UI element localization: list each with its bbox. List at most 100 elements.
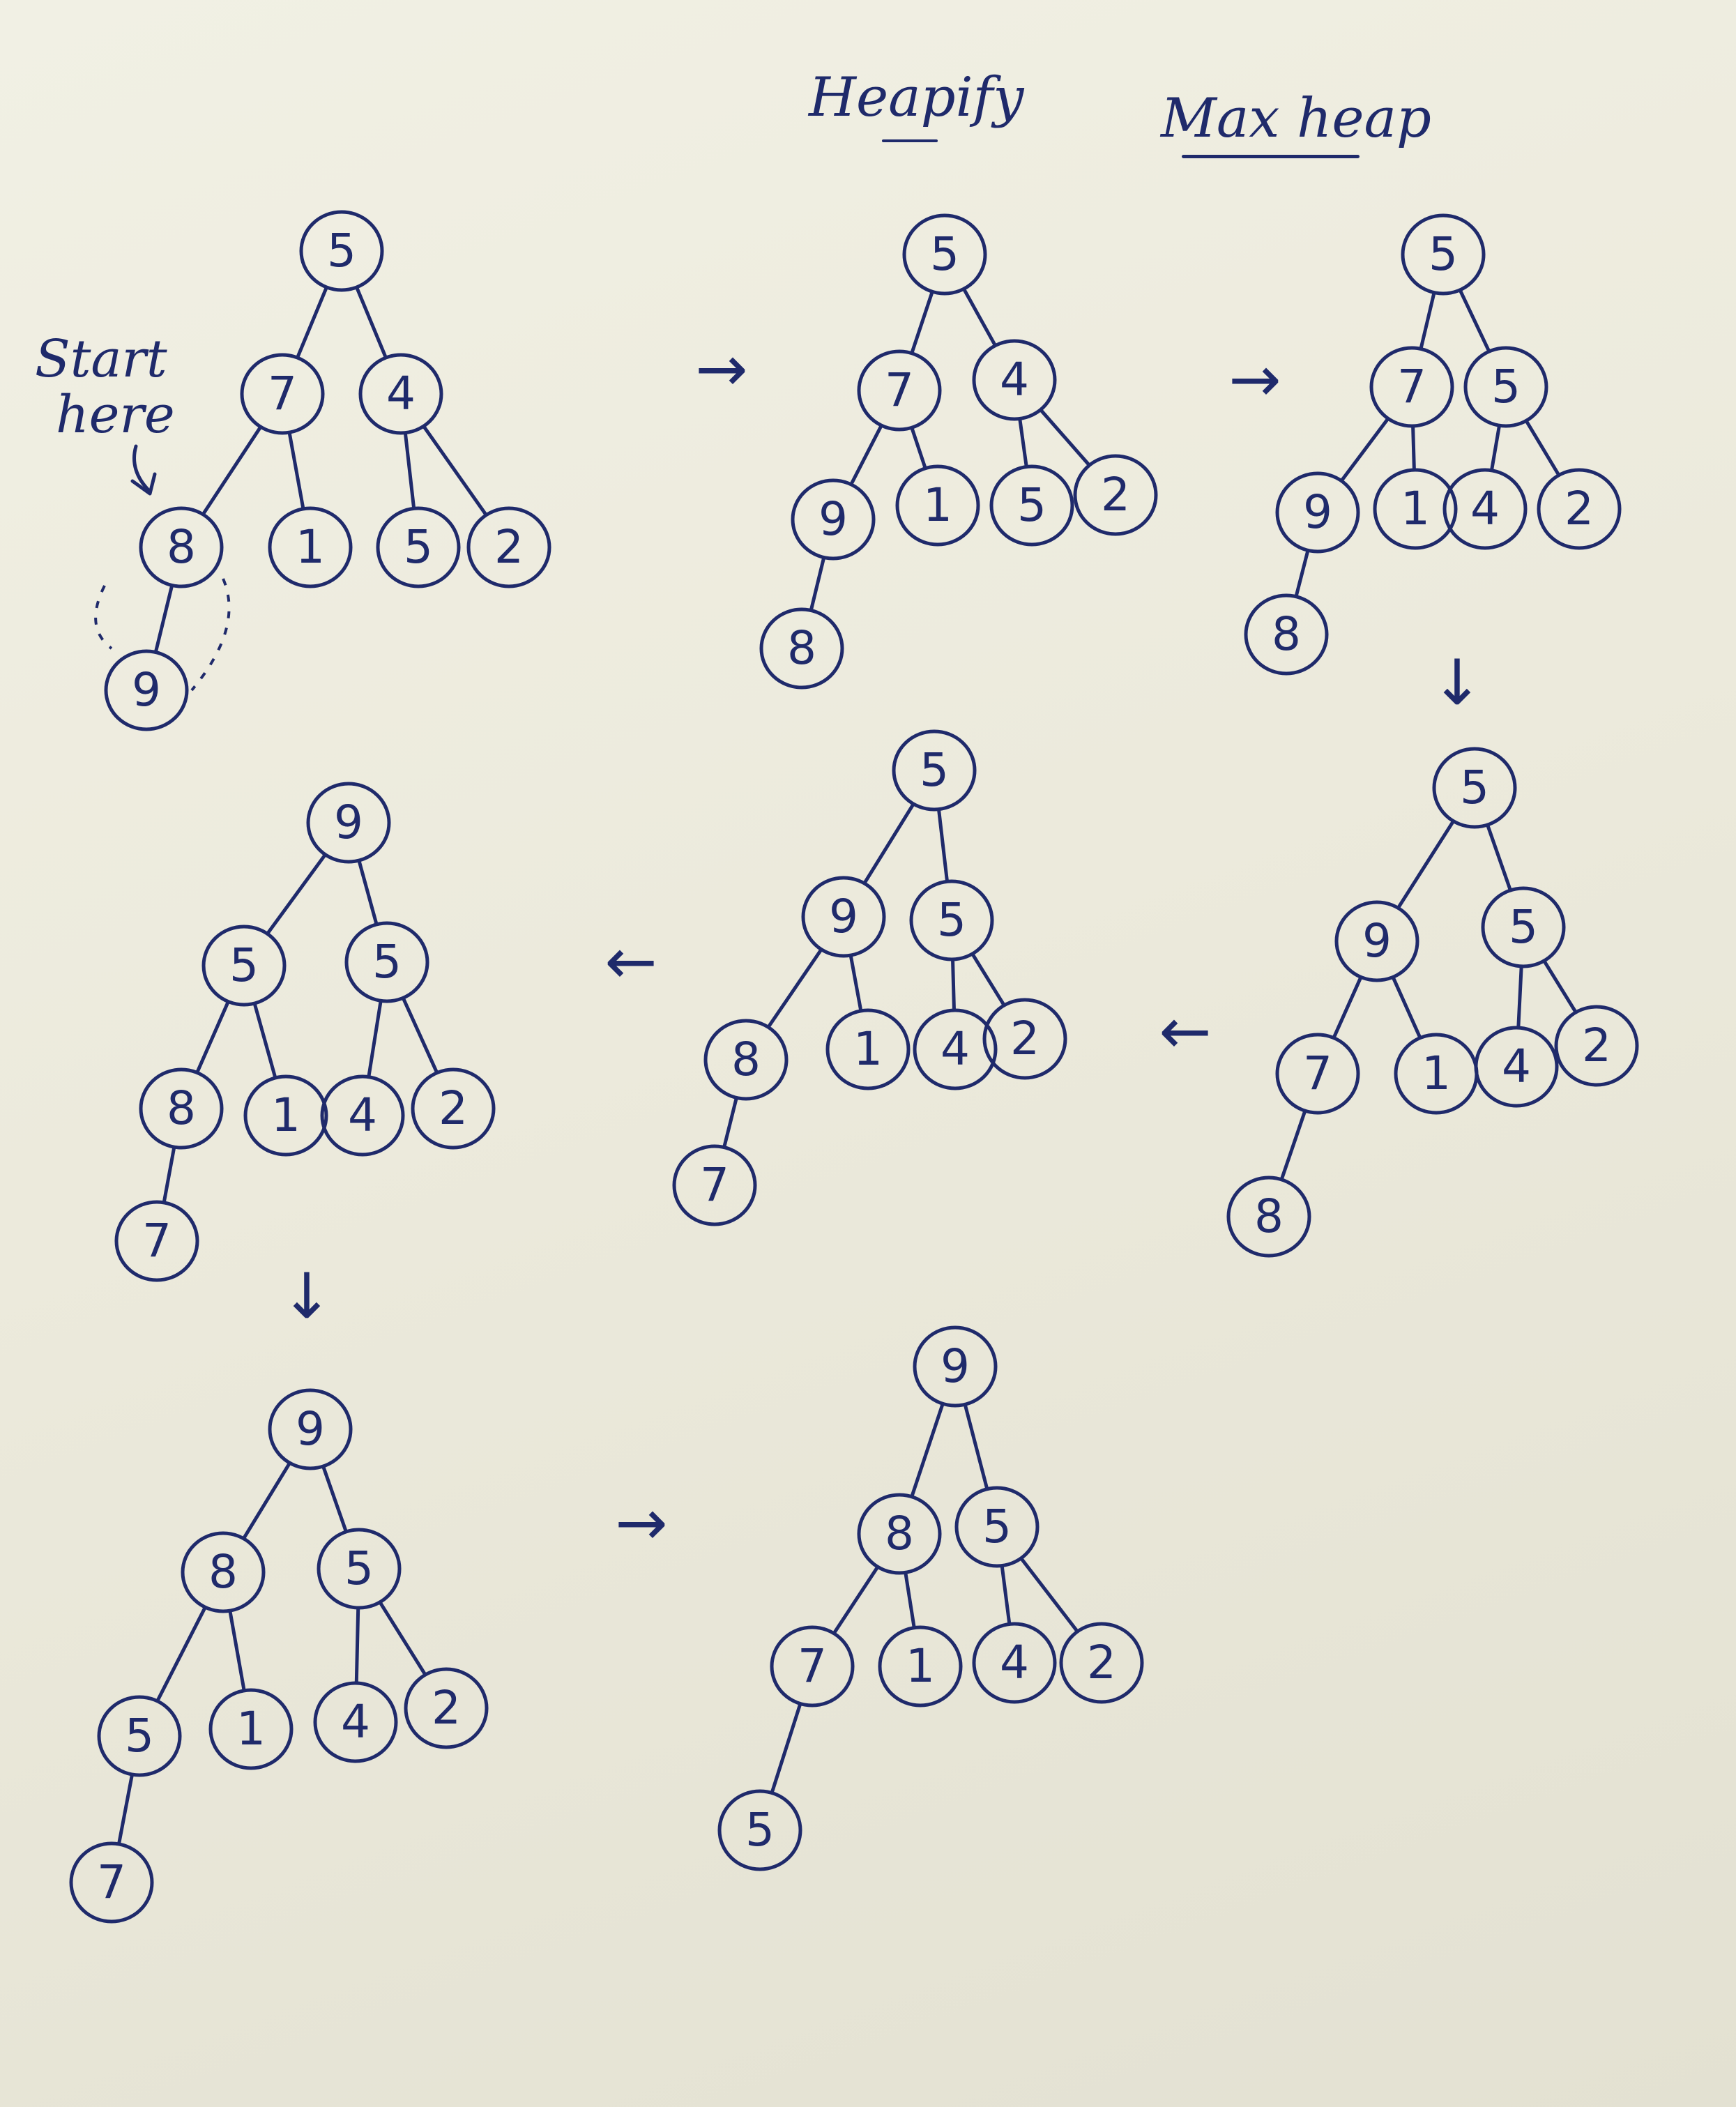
step-6-node-6: 2 (411, 1067, 496, 1150)
step-8-node-label-1: 8 (885, 1507, 914, 1560)
step-6-node-circle-0 (306, 782, 391, 864)
step-arrows: →→↓←←↓→ (280, 333, 1483, 1560)
step-5-edge-4 (951, 959, 956, 1011)
step-8-node-label-4: 1 (906, 1639, 935, 1693)
step-2-edge-2 (849, 425, 883, 485)
step-1-node-label-1: 7 (268, 367, 297, 420)
step-4-node-label-3: 7 (1303, 1047, 1332, 1100)
step-1-node-circle-2 (358, 353, 443, 435)
step-5-node-label-7: 7 (700, 1158, 729, 1212)
step-6-node-0: 9 (306, 782, 391, 864)
step-5-node-5: 4 (913, 1008, 998, 1090)
swap-marker-right (190, 578, 231, 692)
step-7-node-circle-0 (268, 1388, 353, 1470)
step-6-node-circle-4 (243, 1074, 328, 1157)
step-6-node-circle-5 (320, 1074, 405, 1157)
step-5-node-4: 1 (825, 1008, 911, 1090)
step-4-node-2: 5 (1481, 886, 1566, 968)
step-2-node-4: 1 (895, 464, 980, 547)
step-5-edge-0 (863, 803, 915, 885)
step-4-node-circle-2 (1481, 886, 1566, 968)
step-8-edge-2 (832, 1565, 879, 1635)
step-5-node-1: 9 (801, 876, 886, 958)
step-2-edge-5 (1039, 409, 1091, 466)
step-3-node-7: 8 (1244, 593, 1329, 676)
step-8-edge-4 (1000, 1565, 1012, 1625)
step-8-node-1: 8 (857, 1493, 942, 1575)
step-6-edge-3 (253, 1003, 277, 1079)
step-6-node-label-3: 8 (167, 1081, 196, 1135)
step-5-node-6: 2 (982, 998, 1067, 1080)
start-label-line2: here (56, 385, 175, 445)
step-6-node-5: 4 (320, 1074, 405, 1157)
step-4-edge-2 (1332, 976, 1362, 1039)
step-4-edge-5 (1542, 959, 1578, 1014)
step-6-node-4: 1 (243, 1074, 328, 1157)
step-2-node-5: 5 (989, 464, 1074, 547)
step-4-edge-1 (1486, 824, 1512, 891)
step-6-node-circle-7 (114, 1200, 199, 1282)
step-1-node-circle-5 (376, 506, 461, 588)
step-1-node-7: 9 (104, 649, 189, 731)
step-2-node-circle-6 (1073, 454, 1158, 536)
step-4-edge-0 (1396, 820, 1455, 909)
subtitle-underline (1182, 155, 1360, 158)
step-7-node-circle-7 (69, 1841, 154, 1924)
title-underline (882, 139, 938, 142)
step-8-node-circle-6 (1059, 1622, 1144, 1704)
step-4-node-label-7: 8 (1254, 1189, 1284, 1243)
step-5-node-label-0: 5 (920, 743, 949, 797)
step-8-edge-3 (904, 1572, 916, 1629)
step-2-edge-6 (809, 556, 825, 611)
step-4-node-7: 8 (1226, 1176, 1311, 1258)
step-3-edge-2 (1340, 417, 1389, 482)
step-8-node-label-5: 4 (1000, 1636, 1029, 1689)
step-4-node-0: 5 (1432, 747, 1517, 829)
step-2-node-label-4: 1 (923, 478, 952, 532)
step-7-node-circle-2 (317, 1528, 402, 1610)
step-8-edge-0 (910, 1403, 945, 1498)
step-8-node-label-7: 5 (745, 1803, 775, 1857)
step-1-node-label-3: 8 (167, 520, 196, 574)
step-8-node-0: 9 (913, 1325, 998, 1408)
step-6-node-label-6: 2 (439, 1081, 468, 1135)
step-arrow-4: ← (1159, 995, 1211, 1068)
step-5-node-label-2: 5 (937, 893, 966, 947)
step-arrow-2: → (1228, 343, 1281, 416)
step-2-edge-1 (962, 288, 997, 347)
step-3-node-label-0: 5 (1429, 227, 1458, 281)
step-4-node-circle-3 (1275, 1033, 1360, 1115)
step-2-node-label-0: 5 (930, 227, 959, 281)
step-1-node-4: 1 (268, 506, 353, 588)
step-3-edge-4 (1490, 425, 1501, 471)
step-3-node-2: 5 (1463, 346, 1548, 428)
step-8-node-label-2: 5 (982, 1500, 1012, 1553)
step-3-node-1: 7 (1369, 346, 1454, 428)
step-2-node-label-2: 4 (1000, 353, 1029, 406)
step-3-node-label-3: 9 (1303, 485, 1332, 539)
step-6-node-1: 5 (201, 925, 287, 1007)
step-5-node-label-5: 4 (941, 1022, 970, 1076)
step-3-node-label-2: 5 (1491, 360, 1521, 413)
step-8-node-circle-4 (878, 1625, 963, 1707)
step-3-node-0: 5 (1401, 213, 1486, 296)
step-arrow-3: ↓ (1431, 646, 1483, 720)
step-7-node-label-2: 5 (344, 1542, 374, 1595)
step-6-edge-6 (162, 1146, 176, 1203)
step-7-node-1: 8 (181, 1531, 266, 1613)
step-3-node-5: 4 (1442, 468, 1528, 550)
step-6-edge-2 (195, 1001, 230, 1074)
step-2-node-3: 9 (791, 478, 876, 561)
step-5-node-circle-1 (801, 876, 886, 958)
step-2-node-0: 5 (902, 213, 987, 296)
step-7-node-2: 5 (317, 1528, 402, 1610)
step-7-edge-4 (354, 1607, 360, 1684)
step-7-node-label-6: 2 (432, 1681, 461, 1735)
step-4-node-4: 1 (1394, 1033, 1479, 1115)
